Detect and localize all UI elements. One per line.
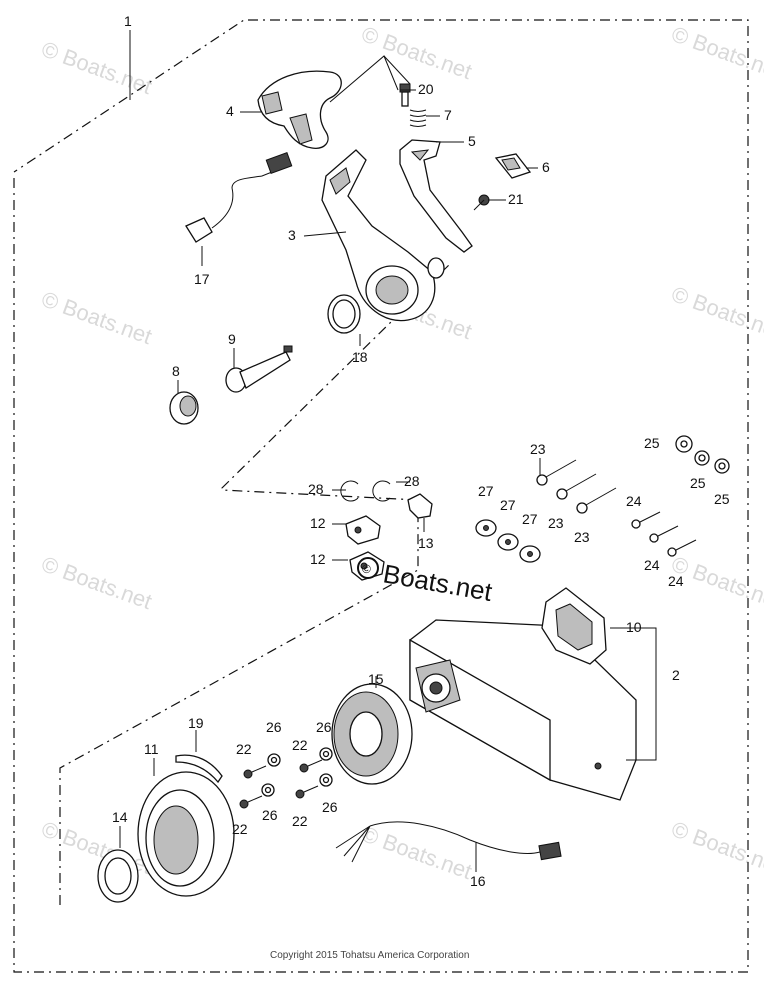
callout-label: 26 [316, 719, 332, 735]
callout-label: 24 [626, 493, 642, 509]
watermark-text: © Boats.net [668, 281, 764, 344]
part-19-band [175, 754, 223, 784]
callout-label: 8 [172, 363, 180, 379]
part-13-bracket [407, 493, 433, 519]
callout-label: 7 [444, 107, 452, 123]
callout-label: 17 [194, 271, 210, 287]
part-8-cap [169, 391, 199, 425]
part-2-housing [409, 619, 637, 801]
callout-label: 28 [404, 473, 420, 489]
callout-label: 23 [574, 529, 590, 545]
part-6-clip [494, 153, 532, 179]
callout-label: 14 [112, 809, 128, 825]
center-watermark-text: Boats.net [381, 558, 495, 607]
callout-label: 23 [548, 515, 564, 531]
part-4-grip [257, 70, 342, 149]
watermark-text: © Boats.net [358, 21, 475, 84]
part-22-screws [239, 759, 323, 809]
callout-label: 25 [714, 491, 730, 507]
part-20-bolt [399, 83, 411, 107]
callout-10-2-bracket [610, 627, 657, 761]
leader-lines [119, 55, 541, 872]
callout-label: 21 [508, 191, 524, 207]
callout-label: 1 [124, 13, 132, 29]
part-9-shaft [225, 345, 293, 393]
copyright-symbol-icon: © [362, 562, 371, 576]
part-25-nuts [675, 435, 730, 474]
center-watermark: © Boats.net [357, 557, 495, 607]
part-7-spring [409, 109, 427, 127]
callout-label: 26 [322, 799, 338, 815]
callout-label: 18 [352, 349, 368, 365]
callout-label: 28 [308, 481, 324, 497]
part-16-harness [335, 821, 562, 863]
callout-label: 22 [236, 741, 252, 757]
watermark-text: © Boats.net [358, 821, 475, 884]
callout-label: 4 [226, 103, 234, 119]
callout-label: 11 [144, 741, 159, 757]
callout-label: 26 [262, 807, 278, 823]
callout-label: 15 [368, 671, 384, 687]
callout-label: 13 [418, 535, 434, 551]
watermark-text: © Boats.net [38, 286, 155, 349]
callout-label: 20 [418, 81, 434, 97]
callout-label: 22 [292, 737, 308, 753]
callout-label: 27 [500, 497, 516, 513]
watermark-text: © Boats.net [668, 816, 764, 879]
callout-label: 3 [288, 227, 296, 243]
callout-labels: 1 2 3 4 5 6 7 8 9 10 11 12 12 13 14 15 1… [112, 13, 730, 889]
callout-label: 9 [228, 331, 236, 347]
callout-label: 26 [266, 719, 282, 735]
part-28-clips [340, 480, 391, 502]
callout-label: 25 [690, 475, 706, 491]
part-17-switch [185, 152, 293, 243]
part-24-screws [631, 511, 697, 557]
part-21-screw [473, 194, 490, 211]
part-3-arm [321, 149, 445, 322]
callout-label: 27 [522, 511, 538, 527]
callout-label: 22 [232, 821, 248, 837]
callout-label: 10 [626, 619, 642, 635]
callout-label: 24 [668, 573, 684, 589]
part-11-drum [137, 771, 235, 897]
part-18-oring [327, 294, 361, 334]
callout-label: 25 [644, 435, 660, 451]
part-15-disc [331, 683, 413, 785]
part-10-plate [541, 587, 607, 665]
callout-label: 19 [188, 715, 204, 731]
callout-label: 6 [542, 159, 550, 175]
assembly-boundary [13, 19, 749, 973]
part-27-washers [475, 519, 541, 563]
callout-label: 12 [310, 515, 326, 531]
part-26-nuts [261, 747, 333, 797]
callout-label: 27 [478, 483, 494, 499]
callout-label: 12 [310, 551, 326, 567]
copyright-text: Copyright 2015 Tohatsu America Corporati… [270, 950, 469, 961]
callout-label: 24 [644, 557, 660, 573]
callout-label: 16 [470, 873, 486, 889]
part-23-bolts [536, 459, 617, 514]
part-5-lever [399, 139, 473, 253]
watermark-text: © Boats.net [668, 21, 764, 84]
part-14-ring [97, 849, 139, 903]
callout-label: 22 [292, 813, 308, 829]
callout-label: 2 [672, 667, 680, 683]
watermark-text: © Boats.net [38, 551, 155, 614]
callout-label: 23 [530, 441, 546, 457]
callout-label: 5 [468, 133, 476, 149]
